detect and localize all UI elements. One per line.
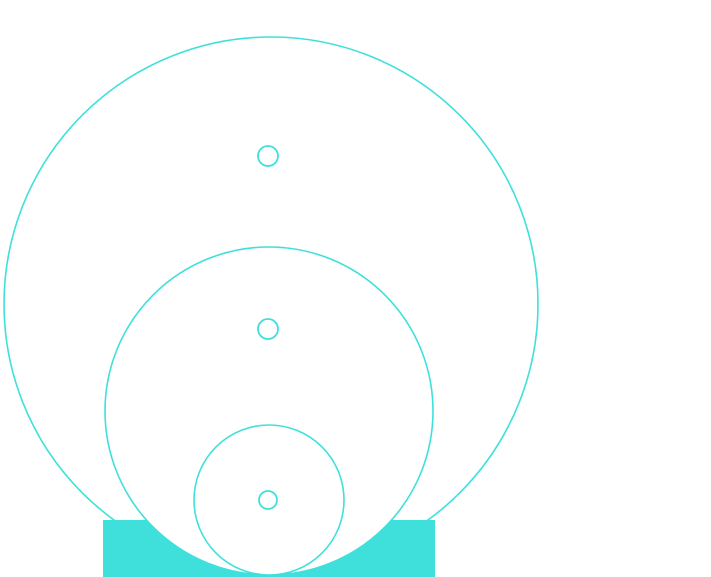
outer-center-dot xyxy=(257,145,279,167)
inner-center-dot xyxy=(258,490,278,510)
middle-center-dot xyxy=(257,318,279,340)
